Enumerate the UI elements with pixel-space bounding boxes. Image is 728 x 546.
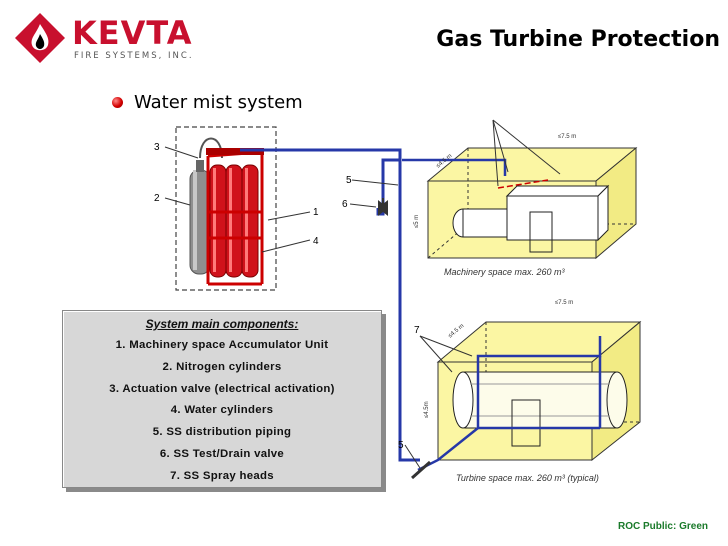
components-heading: System main components: [145,317,299,331]
unit-dashed-outline [175,126,277,291]
turbine-valve-handle [411,460,431,480]
callout-3: 3 [154,142,160,153]
component-item-3: 3. Actuation valve (electrical activatio… [109,382,335,395]
nozzle-leader-a [492,119,509,173]
callout-6: 6 [342,199,348,210]
callout-5-machinery: 5 [346,175,352,186]
callout-7: 7 [414,325,420,336]
callout-1-leader [267,211,311,221]
callout-1: 1 [313,207,319,218]
turbine-space-drawing: 7 5 ≤7.5 m ≤4.5 m ≤4.5m Turbine space ma… [398,300,642,483]
callout-5-leader [351,179,399,186]
component-item-4: 4. Water cylinders [170,404,274,417]
logo-wordmark: KEVTA [72,14,193,52]
machinery-dim-height: ≤5 m [414,215,420,228]
logo-flame-icon [15,13,65,63]
nozzle-leader-c [492,119,499,187]
component-item-7: 7. SS Spray heads [170,469,274,482]
components-box: System main components: 1. Machinery spa… [62,310,382,488]
turbine-dim-top: ≤7.5 m [555,300,573,306]
turbine-spray-piping [417,336,602,472]
callout-5-turbine: 5 [398,440,404,451]
logo-subtitle: FIRE SYSTEMS, INC. [74,51,194,61]
turbine-casing [452,371,628,447]
callout-3-leader [164,146,199,159]
callout-7-leader-b [419,335,473,357]
components-list: 1. Machinery space Accumulator Unit 2. N… [63,335,381,488]
turbine-caption: Turbine space max. 260 m³ (typical) [456,473,599,483]
turbine-dim-height: ≤4.5m [424,401,430,418]
callout-4-leader [261,239,311,253]
test-drain-valve-icon [378,200,388,216]
bullet-item: Water mist system [112,92,303,113]
slide-title: Gas Turbine Protection [436,27,720,52]
classification-label: ROC Public: Green [617,521,708,532]
component-item-6: 6. SS Test/Drain valve [159,447,285,460]
turbine-dim-side: ≤4.5 m [447,323,465,339]
callout-7-leader-a [419,335,453,373]
component-item-5: 5. SS distribution piping [152,426,292,439]
accumulator-unit-illustration: 3 2 1 4 [154,126,319,291]
component-item-1: 1. Machinery space Accumulator Unit [115,339,329,351]
machinery-space-drawing: ≤7.5 m ≤4.5 m ≤5 m Machinery space max. … [402,119,638,277]
kevta-logo: KEVTA FIRE SYSTEMS, INC. [14,10,194,65]
callout-2: 2 [154,193,160,204]
nozzle-leader-b [492,119,561,175]
bullet-dot-icon [112,97,123,108]
water-cylinders [209,164,259,278]
callout-2-leader [164,197,191,206]
generator-equipment [452,184,610,253]
component-item-2: 2. Nitrogen cylinders [162,360,282,373]
machinery-dim-top: ≤7.5 m [558,134,576,140]
callout-4: 4 [313,236,319,247]
bullet-text: Water mist system [134,92,303,113]
unit-header-manifold [206,148,264,155]
callout-6-leader [349,203,377,208]
callout-5-turbine-leader [404,444,421,469]
machinery-caption: Machinery space max. 260 m³ [444,267,566,277]
